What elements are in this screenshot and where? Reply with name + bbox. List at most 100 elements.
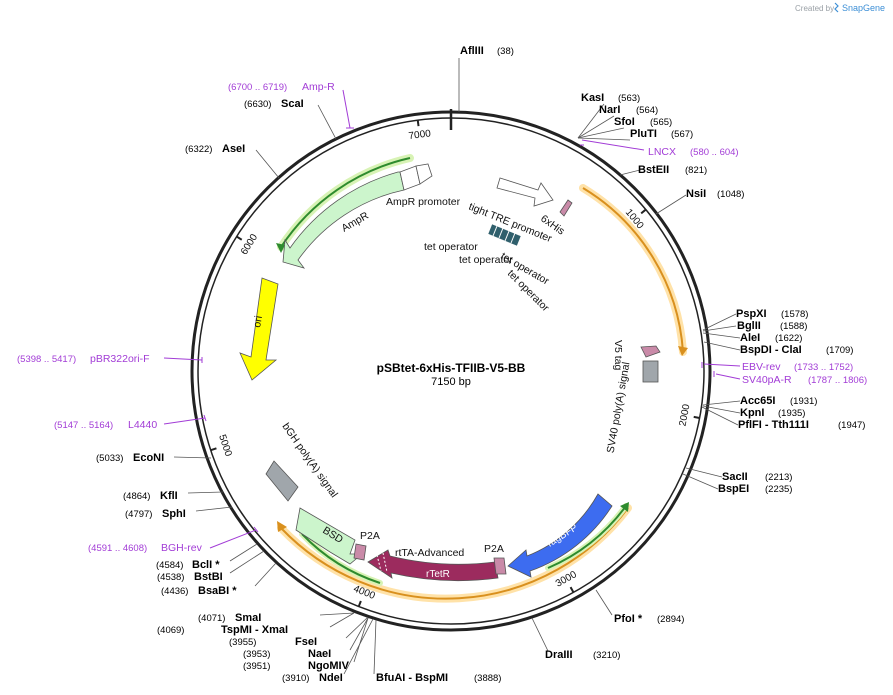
p2a-2-label: P2A (484, 543, 504, 555)
site-fsei[interactable]: FseI(3955) (229, 636, 317, 648)
primer-bgh-rev[interactable]: (4591 .. 4608)BGH-rev (88, 542, 203, 554)
svg-text:(5033): (5033) (96, 453, 123, 464)
site-asei[interactable]: AseI(6322) (185, 143, 245, 155)
primer-sv40pa-r[interactable]: SV40pA-R(1787 .. 1806) (742, 374, 867, 386)
svg-text:Amp-R: Amp-R (302, 81, 335, 93)
svg-text:(565): (565) (650, 117, 672, 128)
site-nari[interactable]: NarI(564) (599, 104, 658, 116)
svg-text:KflI: KflI (160, 490, 178, 502)
svg-text:(38): (38) (497, 46, 514, 57)
site-sfoi[interactable]: SfoI(565) (614, 116, 672, 128)
svg-text:(4538): (4538) (157, 572, 184, 583)
bsd-arrow[interactable] (295, 507, 364, 565)
tagbfp-arrow[interactable] (507, 493, 613, 578)
primer-amp-r[interactable]: (6700 .. 6719)Amp-R (228, 81, 335, 93)
site-sphi[interactable]: SphI(4797) (125, 508, 186, 520)
svg-text:BsaBI *: BsaBI * (198, 585, 237, 597)
site-smai[interactable]: SmaI(4071) (198, 612, 261, 624)
site-draiii[interactable]: DraIII (3210) (545, 649, 620, 661)
his6-box[interactable] (559, 199, 573, 217)
svg-text:AflIII: AflIII (460, 45, 484, 57)
sv40-polya-box[interactable] (642, 360, 659, 383)
site-alei[interactable]: AleI(1622) (740, 332, 802, 344)
ori-label: ori (251, 315, 265, 329)
site-tspmi-xmai[interactable]: TspMI - XmaI(4069) (157, 624, 288, 636)
svg-text:BGH-rev: BGH-rev (161, 542, 203, 554)
ampr-arrow[interactable] (282, 171, 405, 269)
p2a-1-box[interactable] (353, 543, 367, 561)
site-bspei[interactable]: BspEI(2235) (718, 483, 792, 495)
tet-operator-label-1: tet operator (424, 241, 478, 253)
site-bsabi[interactable]: BsaBI * (4436) (161, 585, 237, 597)
svg-text:BclI *: BclI * (192, 559, 220, 571)
site-nsii[interactable]: NsiI(1048) (686, 188, 744, 200)
site-bcli[interactable]: BclI * (4584) (156, 559, 220, 571)
svg-text:PfoI *: PfoI * (614, 613, 643, 625)
svg-text:(6322): (6322) (185, 144, 212, 155)
site-ngomiv[interactable]: NgoMIV(3951) (243, 660, 350, 672)
site-ndei[interactable]: NdeI(3910) (282, 672, 343, 684)
svg-text:pBR322ori-F: pBR322ori-F (90, 353, 150, 365)
site-sacii[interactable]: SacII(2213) (722, 471, 792, 483)
snapgene-logo-icon (834, 2, 839, 13)
primer-lncx[interactable]: LNCX(580 .. 604) (648, 146, 739, 158)
svg-text:(4584): (4584) (156, 560, 183, 571)
credit-text: Created by (795, 4, 834, 13)
v5-tag-box[interactable] (640, 345, 661, 358)
primer-l4440[interactable]: (5147 .. 5164)L4440 (54, 419, 157, 431)
svg-text:(4436): (4436) (161, 586, 188, 597)
svg-text:EBV-rev: EBV-rev (742, 361, 781, 373)
site-pluti[interactable]: PluTI(567) (630, 128, 693, 140)
site-bsteii[interactable]: BstEII(821) (638, 164, 707, 176)
site-bspdi-clai[interactable]: BspDI - ClaI(1709) (740, 344, 853, 356)
tet-operator-label-2: tet operator (459, 254, 513, 266)
site-pfoi[interactable]: PfoI * (2894) (614, 613, 684, 625)
svg-text:(1588): (1588) (780, 321, 807, 332)
p2a-1-label: P2A (360, 530, 380, 542)
ori-arrow[interactable] (239, 277, 279, 381)
primer-ebv-rev[interactable]: EBV-rev(1733 .. 1752) (742, 361, 853, 373)
site-econi[interactable]: EcoNI(5033) (96, 452, 164, 464)
primer-pbr322ori-f[interactable]: (5398 .. 5417) pBR322ori-F (17, 353, 150, 365)
orf-arc-2-head (277, 521, 287, 532)
bsd-orf-line (301, 533, 381, 584)
svg-text:BfuAI - BspMI: BfuAI - BspMI (376, 672, 448, 684)
tet-operator-block[interactable] (487, 223, 522, 247)
svg-text:DraIII: DraIII (545, 649, 573, 661)
tight-tre-promoter-arrow[interactable] (496, 177, 554, 207)
site-scai[interactable]: ScaI (6630) (244, 98, 304, 110)
brand-text[interactable]: SnapGene (842, 3, 885, 13)
tagbfp-orf-head (620, 502, 629, 512)
site-kfli[interactable]: KflI(4864) (123, 490, 178, 502)
site-kpni[interactable]: KpnI(1935) (740, 407, 805, 419)
svg-text:LNCX: LNCX (648, 146, 676, 158)
orf-arc-2-line (280, 507, 629, 600)
bgh-polya-box[interactable] (265, 460, 299, 502)
ampr-promoter-head (415, 163, 433, 185)
svg-text:PflFI - Tth111I: PflFI - Tth111I (738, 419, 809, 431)
svg-text:(4071): (4071) (198, 613, 225, 624)
svg-text:ScaI: ScaI (281, 98, 304, 110)
site-kasi[interactable]: KasI(563) (581, 92, 640, 104)
svg-text:(4069): (4069) (157, 625, 184, 636)
svg-text:(2894): (2894) (657, 614, 684, 625)
svg-text:(3955): (3955) (229, 637, 256, 648)
site-bglii[interactable]: BglII(1588) (737, 320, 807, 332)
tick-3000 (569, 586, 575, 593)
orf-arc-1-line (582, 187, 684, 353)
site-pflfi-tth111i[interactable]: PflFI - Tth111I(1947) (738, 419, 865, 431)
site-acc65i[interactable]: Acc65I(1931) (740, 395, 817, 407)
svg-text:(3910): (3910) (282, 673, 309, 684)
svg-text:(3210): (3210) (593, 650, 620, 661)
tick-5000 (210, 447, 217, 452)
site-bfuai-bspmi[interactable]: BfuAI - BspMI(3888) (376, 672, 501, 684)
svg-text:(6630): (6630) (244, 99, 271, 110)
svg-text:(5398 .. 5417): (5398 .. 5417) (17, 354, 76, 365)
site-afliii[interactable]: AflIII (38) (460, 45, 514, 57)
site-pspxi[interactable]: PspXI(1578) (736, 308, 808, 320)
rtta-label: rtTA-Advanced (395, 547, 464, 559)
site-naei[interactable]: NaeI(3953) (243, 648, 331, 660)
site-bstbi[interactable]: BstBI(4538) (157, 571, 223, 583)
p2a-2-box[interactable] (493, 557, 507, 575)
primer-marks (163, 89, 741, 549)
